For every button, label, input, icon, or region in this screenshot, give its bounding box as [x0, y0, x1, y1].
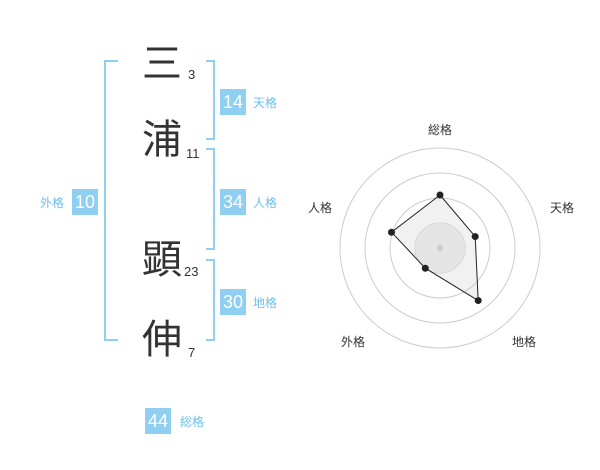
radar-axis-label-gaikaku: 外格 [341, 335, 366, 349]
radar-point-2 [471, 233, 479, 241]
jinkaku-label: 人格 [253, 196, 278, 210]
stroke-count-1: 3 [188, 67, 196, 82]
radar-point-1 [436, 191, 444, 199]
gaikaku-value-badge: 10 [72, 189, 99, 215]
gaikaku-label: 外格 [40, 196, 65, 210]
radar-axis-label-tenkaku: 天格 [550, 201, 575, 215]
chikaku-label: 地格 [253, 296, 278, 310]
tenkaku-value-badge: 14 [220, 89, 247, 115]
radar-axis-label-soukaku: 総格 [428, 123, 453, 137]
stroke-count-2: 11 [186, 146, 200, 161]
radar-axis-label-jinkaku: 人格 [308, 201, 333, 215]
jinkaku-value-badge: 34 [220, 189, 247, 215]
name-char-1: 三 [142, 41, 182, 87]
stroke-count-4: 7 [188, 345, 196, 360]
radar-point-4 [421, 264, 429, 272]
gaikaku-bracket [104, 60, 118, 341]
chikaku-bracket [206, 259, 215, 341]
tenkaku-bracket [206, 60, 215, 140]
radar-ring-4 [339, 147, 541, 349]
radar-value-polygon [390, 194, 479, 302]
chikaku-value-badge: 30 [220, 289, 247, 315]
radar-center-dot [437, 245, 443, 251]
radar-ring-3 [364, 172, 516, 324]
soukaku-label: 総格 [180, 415, 205, 429]
tenkaku-label: 天格 [253, 96, 278, 110]
name-char-2: 浦 [142, 117, 182, 163]
radar-point-3 [474, 297, 482, 305]
soukaku-value-badge: 44 [145, 408, 172, 434]
name-char-4: 伸 [142, 317, 182, 363]
jinkaku-bracket [206, 148, 215, 250]
stroke-count-3: 23 [184, 264, 199, 279]
radar-point-5 [387, 228, 395, 236]
radar-axis-label-chikaku: 地格 [512, 335, 537, 349]
name-char-3: 顕 [142, 237, 182, 283]
